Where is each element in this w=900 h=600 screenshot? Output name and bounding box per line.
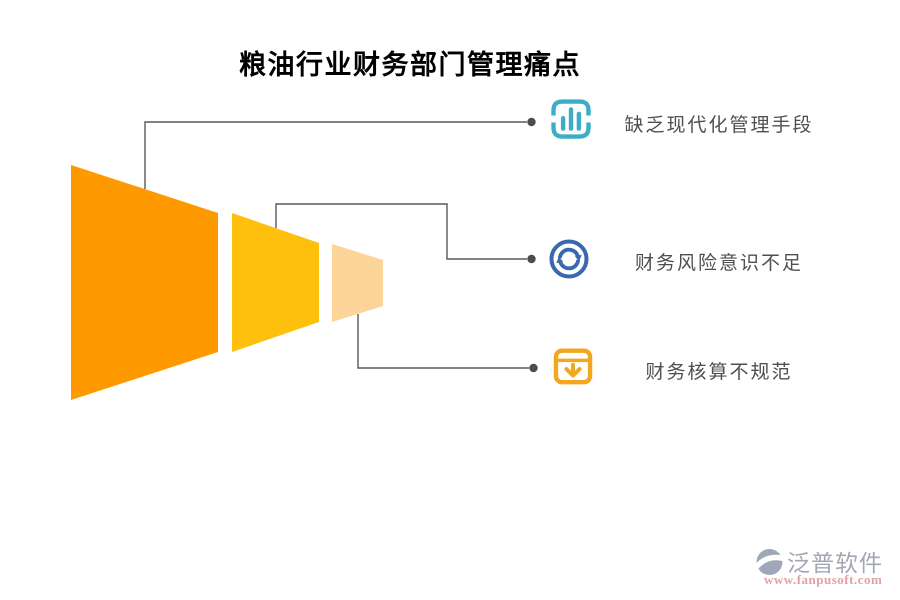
funnel-stage-1 xyxy=(71,165,218,400)
pain-point-label-1: 缺乏现代化管理手段 xyxy=(624,115,814,136)
fanpu-logo: 泛普软件 www.fanpusoft.com xyxy=(756,546,888,594)
connector-line-3 xyxy=(357,314,529,369)
connector-dots xyxy=(527,117,538,373)
funnel-stage-3 xyxy=(332,244,383,322)
sync-arrowhead-left xyxy=(556,256,564,264)
funnel-stage-2 xyxy=(232,213,319,352)
box-download-icon xyxy=(553,348,593,385)
bar-chart-icon xyxy=(551,99,591,139)
connector-line-1 xyxy=(144,121,527,189)
connector-lines xyxy=(144,121,529,369)
connector-dot-1 xyxy=(527,117,536,127)
pain-point-label-2: 财务风险意识不足 xyxy=(634,253,803,274)
page-title: 粮油行业财务部门管理痛点 xyxy=(239,50,581,80)
connector-dot-3 xyxy=(529,363,538,373)
sync-icon xyxy=(549,239,589,279)
pain-point-label-3: 财务核算不规范 xyxy=(645,362,793,383)
fanpu-logo-icon xyxy=(756,549,786,575)
connector-dot-2 xyxy=(527,254,536,264)
sync-arrowhead-right xyxy=(574,254,582,262)
fanpu-logo-text: 泛普软件 xyxy=(787,550,883,576)
connector-line-2 xyxy=(275,203,527,260)
fanpu-logo-url: www.fanpusoft.com xyxy=(764,572,883,587)
